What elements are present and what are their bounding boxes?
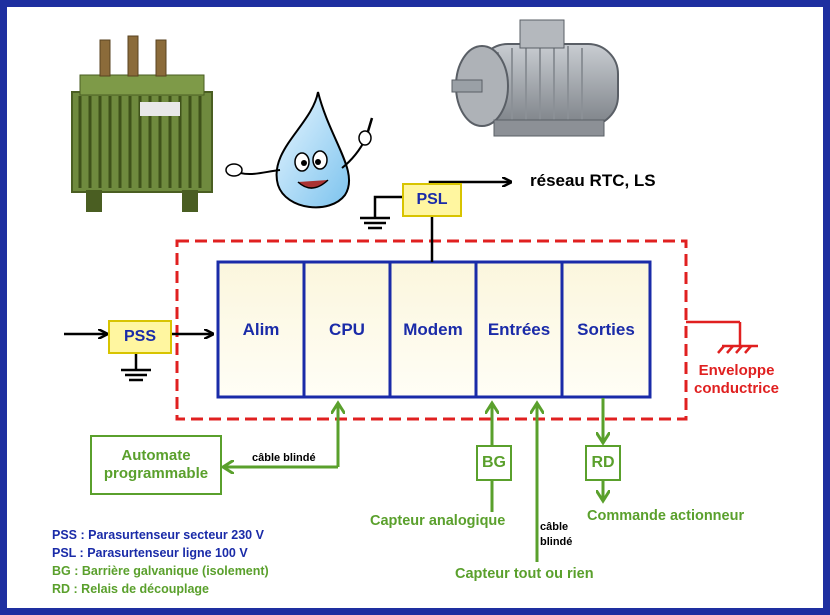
field-wiring — [224, 398, 603, 562]
enclosure-label: Enveloppe conductrice — [694, 362, 780, 397]
legend-psl: PSL : Parasurtenseur ligne 100 V — [52, 546, 248, 560]
bg-box: BG — [476, 445, 512, 481]
automate-box: Automate programmable — [90, 435, 222, 495]
legend-rd: RD : Relais de découplage — [52, 582, 209, 596]
legend-bg: BG : Barrière galvanique (isolement) — [52, 564, 269, 578]
transformer-image — [60, 28, 218, 220]
plc-modules — [216, 260, 652, 399]
network-label: réseau RTC, LS — [530, 171, 656, 190]
pss-box: PSS — [108, 320, 172, 354]
water-drop-mascot — [225, 91, 374, 209]
module-alim: Alim — [242, 319, 280, 339]
psl-network-line — [360, 182, 510, 262]
cable-blinde-label-2: câble blindé — [540, 521, 573, 548]
capteur-tor-label: Capteur tout ou rien — [455, 566, 594, 582]
legend-pss: PSS : Parasurtenseur secteur 230 V — [52, 528, 264, 542]
enclosure-ground — [686, 320, 758, 354]
electric-motor-image — [451, 19, 619, 137]
psl-box: PSL — [402, 183, 462, 217]
rd-box: RD — [585, 445, 621, 481]
module-sorties: Sorties — [577, 319, 635, 339]
module-cpu: CPU — [329, 319, 365, 339]
commande-actionneur-label: Commande actionneur — [587, 508, 745, 524]
module-entrees: Entrées — [487, 319, 551, 339]
pss-supply-line — [64, 334, 212, 382]
module-modem: Modem — [403, 319, 463, 339]
cable-blinde-label: câble blindé — [252, 452, 316, 464]
capteur-analogique-label: Capteur analogique — [370, 513, 506, 529]
